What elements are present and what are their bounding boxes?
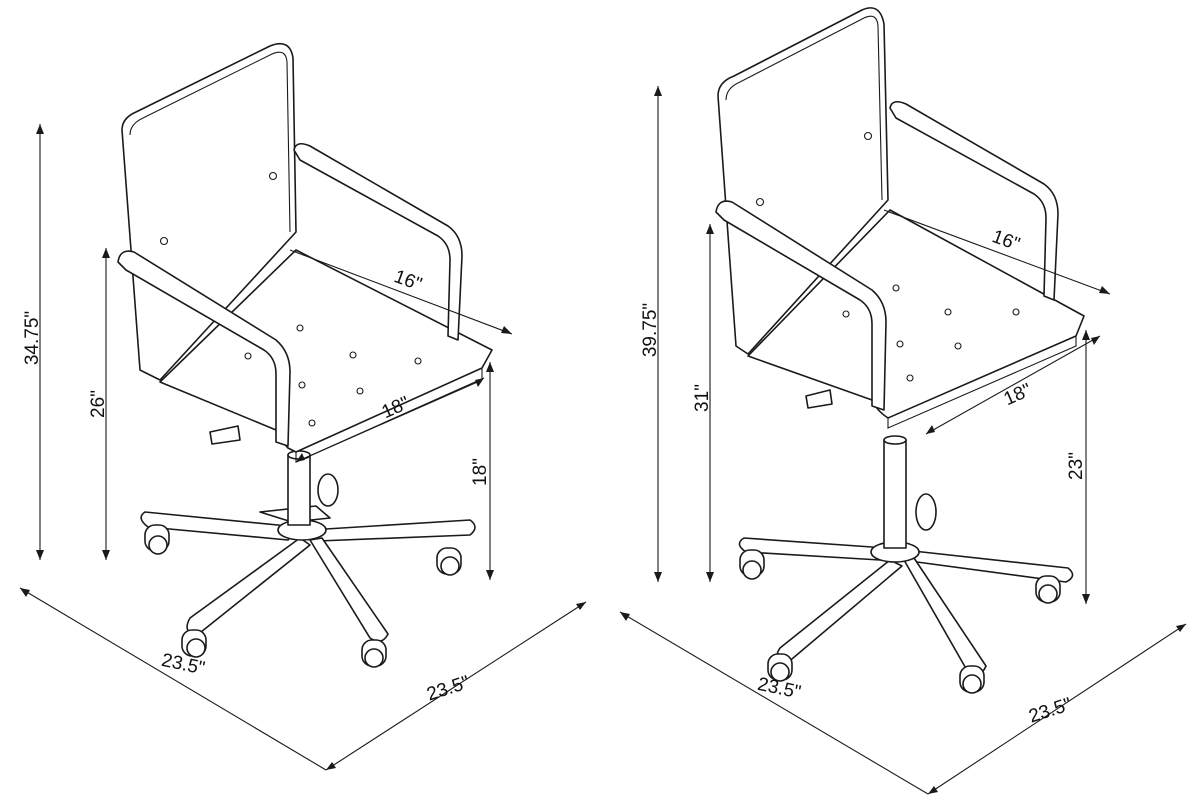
right-seat-height-label: 23" bbox=[1066, 452, 1087, 480]
right-armrest-back bbox=[889, 100, 1059, 301]
right-seat-depth-label: 18" bbox=[1001, 380, 1035, 411]
right-caster bbox=[739, 549, 1061, 694]
left-dimensions bbox=[19, 124, 587, 771]
right-base-depth-label: 23.5" bbox=[756, 674, 803, 704]
left-arm-height-label: 26" bbox=[88, 390, 109, 418]
right-arm-height-label: 31" bbox=[692, 384, 713, 412]
left-chair bbox=[117, 42, 493, 668]
left-caster bbox=[144, 524, 462, 668]
left-armrest-front bbox=[117, 250, 291, 447]
left-seat-width-label: 16" bbox=[391, 266, 424, 295]
right-chair bbox=[715, 7, 1085, 694]
right-overall-height-label: 39.75" bbox=[640, 303, 661, 357]
left-base-width-label: 23.5" bbox=[424, 672, 472, 705]
right-dimensions bbox=[619, 86, 1187, 795]
left-armrest-back bbox=[293, 142, 463, 341]
right-armrest-front bbox=[715, 200, 887, 411]
left-chair-base bbox=[140, 505, 476, 668]
right-backrest bbox=[717, 7, 889, 355]
right-base-width-label: 23.5" bbox=[1026, 694, 1074, 727]
left-overall-height-label: 34.75" bbox=[22, 311, 43, 365]
left-gas-cylinder bbox=[287, 454, 311, 526]
right-chair-base bbox=[738, 537, 1074, 694]
right-gas-cylinder bbox=[883, 439, 907, 549]
left-seat-height-label: 18" bbox=[470, 458, 491, 486]
left-backrest bbox=[121, 42, 297, 381]
